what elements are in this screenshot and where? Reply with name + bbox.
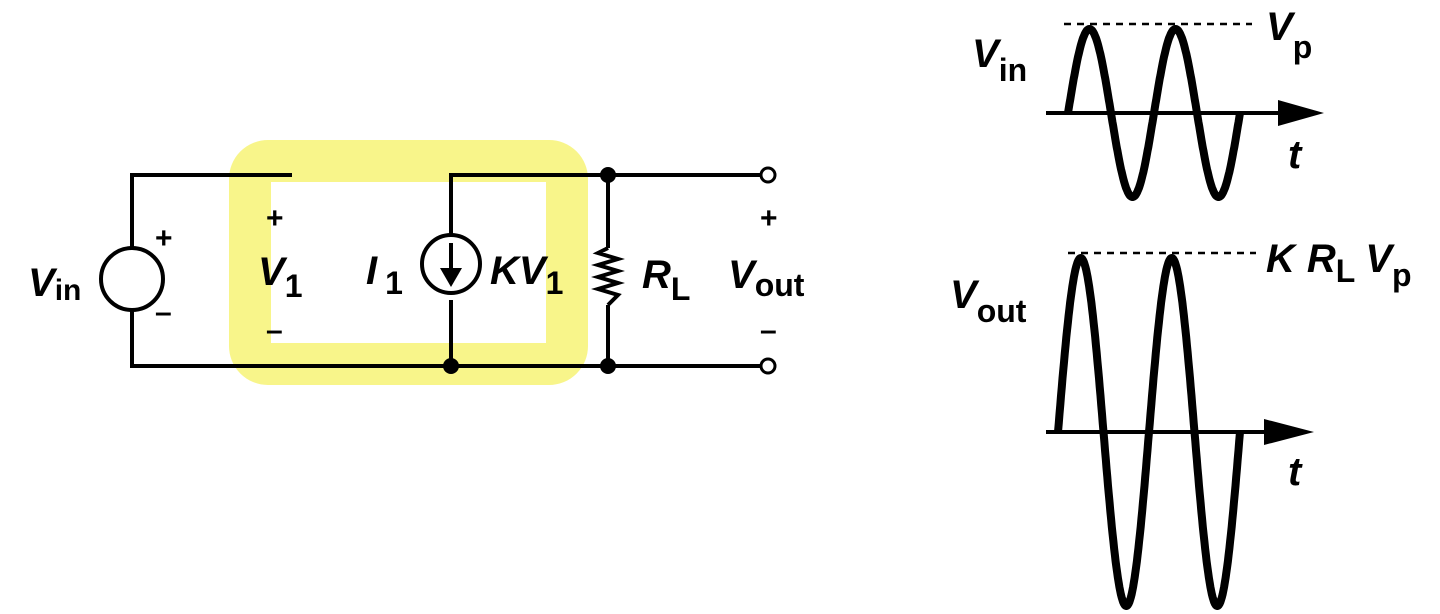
node-dot xyxy=(443,358,459,374)
v1-minus: – xyxy=(266,314,283,347)
resistor-symbol xyxy=(591,246,625,307)
input-waveform-label: Vin xyxy=(972,32,1027,88)
current-source-symbol xyxy=(420,233,482,295)
axis-arrow-icon xyxy=(1264,419,1314,445)
output-plus: + xyxy=(760,202,778,235)
source-label: Vin xyxy=(28,261,81,307)
source-plus: + xyxy=(155,222,173,255)
source-minus: – xyxy=(155,296,172,329)
output-time-label: t xyxy=(1288,450,1303,494)
axis-arrow-icon xyxy=(1278,100,1324,126)
node-dot xyxy=(600,167,616,183)
input-peak-label: Vp xyxy=(1266,5,1312,65)
output-label: Vout xyxy=(728,253,805,303)
output-waveform-label: Vout xyxy=(950,273,1027,329)
node-dot xyxy=(600,358,616,374)
input-time-label: t xyxy=(1288,133,1303,177)
output-terminal xyxy=(759,166,777,184)
v1-plus: + xyxy=(266,202,284,235)
input-waveform: Vin Vp t xyxy=(972,5,1324,201)
output-minus: – xyxy=(760,314,777,347)
current-source-value: KV1 xyxy=(490,249,563,301)
output-sine-curve xyxy=(1054,254,1244,610)
v1-label: V1 xyxy=(258,250,302,304)
output-terminal xyxy=(759,357,777,375)
circuit-wires xyxy=(130,173,761,368)
voltage-source-symbol xyxy=(99,246,165,312)
input-sine-curve xyxy=(1064,25,1244,201)
load-label: RL xyxy=(642,253,690,307)
